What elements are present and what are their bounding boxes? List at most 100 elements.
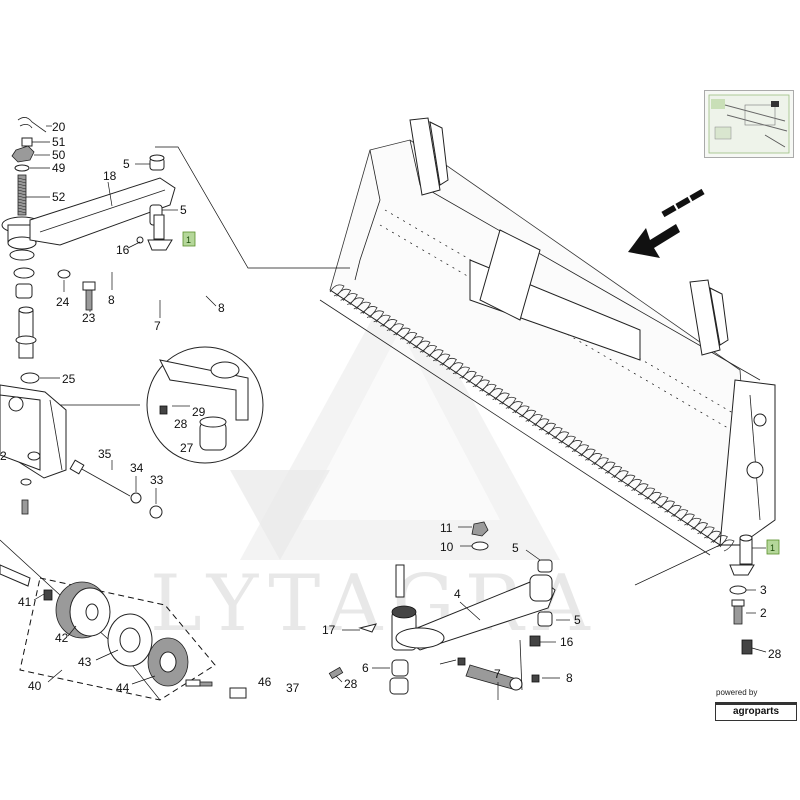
callout-28c[interactable]: 28 <box>768 647 782 661</box>
leader-lines <box>26 125 767 700</box>
callout-51[interactable]: 51 <box>52 135 66 149</box>
thread-mark <box>17 201 27 205</box>
tine <box>666 504 682 517</box>
tine <box>342 293 358 306</box>
tine <box>402 332 418 344</box>
callout-25[interactable]: 25 <box>62 372 76 386</box>
callout-2b[interactable]: 2 <box>760 606 767 620</box>
callout-16b[interactable]: 16 <box>560 635 574 649</box>
tine <box>620 474 636 487</box>
pickup-tines <box>329 284 735 552</box>
callout-3[interactable]: 3 <box>760 583 767 597</box>
tine <box>415 340 431 353</box>
tine <box>627 478 642 491</box>
callout-16a[interactable]: 16 <box>116 243 130 257</box>
tine <box>706 530 722 543</box>
tine <box>693 522 709 535</box>
callout-1a[interactable]: 1 <box>186 235 191 245</box>
thread-mark <box>17 192 27 196</box>
tine <box>719 539 735 552</box>
callout-10[interactable]: 10 <box>440 540 454 554</box>
tine <box>534 418 550 431</box>
detail-inset <box>146 346 264 464</box>
tine <box>514 405 530 418</box>
tine <box>673 509 689 522</box>
tine <box>468 375 484 388</box>
thread-mark <box>17 189 27 193</box>
callout-29[interactable]: 29 <box>192 405 206 419</box>
callout-35[interactable]: 35 <box>98 447 112 461</box>
callout-44[interactable]: 44 <box>116 681 130 695</box>
thread-mark <box>17 177 27 181</box>
tine <box>461 370 477 383</box>
thread-mark <box>17 186 27 190</box>
callout-17[interactable]: 17 <box>322 623 336 637</box>
tine <box>508 401 524 414</box>
callout-1b[interactable]: 1 <box>770 543 775 553</box>
tine <box>375 314 391 327</box>
tine <box>336 288 352 301</box>
thread-mark <box>17 195 27 199</box>
callout-5d[interactable]: 5 <box>574 613 581 627</box>
callout-8a[interactable]: 8 <box>108 293 115 307</box>
left-stack-assembly <box>0 117 176 587</box>
header-frame <box>319 117 776 556</box>
callout-18[interactable]: 18 <box>103 169 117 183</box>
callout-24[interactable]: 24 <box>56 295 70 309</box>
callout-5a[interactable]: 5 <box>123 157 130 171</box>
callout-42[interactable]: 42 <box>55 631 69 645</box>
callout-8b[interactable]: 8 <box>218 301 225 315</box>
callout-23[interactable]: 23 <box>82 311 96 325</box>
callout-50[interactable]: 50 <box>52 148 66 162</box>
tine <box>501 396 517 409</box>
callout-5b[interactable]: 5 <box>180 203 187 217</box>
callout-46[interactable]: 46 <box>258 675 272 689</box>
tine <box>594 457 609 470</box>
callout-1a-box <box>182 231 196 247</box>
tine <box>442 357 457 370</box>
right-arm-assembly <box>328 521 755 695</box>
tine <box>362 306 378 318</box>
callout-20[interactable]: 20 <box>52 120 66 134</box>
powered-by-badge[interactable]: powered by agroparts <box>712 686 798 721</box>
callout-8c[interactable]: 8 <box>566 671 573 685</box>
tine <box>428 349 444 362</box>
callout-37[interactable]: 37 <box>286 681 300 695</box>
callout-4[interactable]: 4 <box>454 587 461 601</box>
callout-41[interactable]: 41 <box>18 595 32 609</box>
callout-11[interactable]: 11 <box>440 521 453 535</box>
tine <box>475 379 490 392</box>
thread-mark <box>17 207 27 211</box>
overview-thumbnail[interactable] <box>704 90 794 158</box>
tine <box>389 323 405 336</box>
callout-7a[interactable]: 7 <box>154 319 161 333</box>
part-callouts[interactable]: 20 51 50 49 52 5 18 5 16 1 24 23 8 8 7 2… <box>0 120 782 695</box>
thread-mark <box>17 198 27 202</box>
tine <box>587 453 603 465</box>
callout-28b[interactable]: 28 <box>344 677 358 691</box>
tine <box>395 327 411 340</box>
tine <box>646 491 662 504</box>
tine <box>329 284 345 297</box>
tine <box>527 414 543 427</box>
callout-40[interactable]: 40 <box>28 679 42 693</box>
tine <box>422 344 438 357</box>
callout-27[interactable]: 27 <box>180 441 194 455</box>
callout-49[interactable]: 49 <box>52 161 66 175</box>
callout-7b[interactable]: 7 <box>494 667 501 681</box>
callout-43[interactable]: 43 <box>78 655 92 669</box>
tine <box>448 362 464 375</box>
thread-mark <box>17 210 27 214</box>
callout-6[interactable]: 6 <box>362 661 369 675</box>
callout-28a[interactable]: 28 <box>174 417 188 431</box>
callout-52[interactable]: 52 <box>52 190 66 204</box>
callout-34[interactable]: 34 <box>130 461 144 475</box>
tine <box>541 422 557 435</box>
tine <box>679 513 695 526</box>
callout-33[interactable]: 33 <box>150 473 164 487</box>
callout-5c[interactable]: 5 <box>512 541 519 555</box>
tine <box>561 435 576 448</box>
callout-2a[interactable]: 2 <box>0 449 7 463</box>
tine <box>613 470 629 483</box>
